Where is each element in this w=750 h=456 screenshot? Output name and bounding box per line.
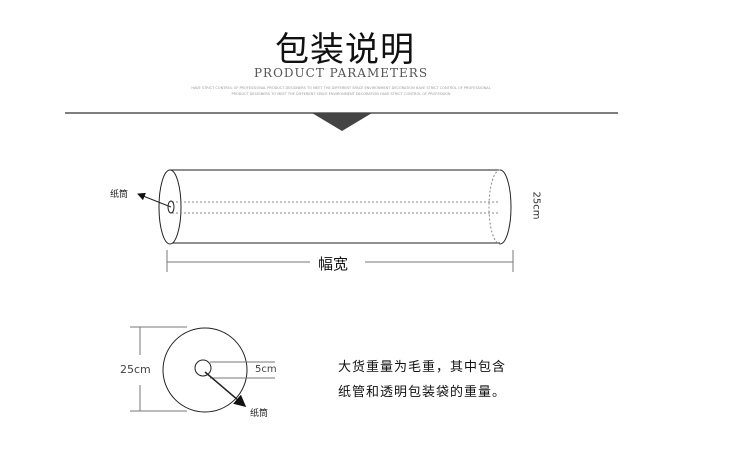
tagline: HAVE STRICT CONTROL OF PROFESSIONAL PROD… <box>191 86 491 90</box>
end-diameter-label: 25cm <box>120 363 151 376</box>
roll-side-view <box>137 169 514 272</box>
roll-end-view <box>130 326 275 413</box>
note-line: 纸管和透明包装袋的重量。 <box>338 385 507 400</box>
down-arrow-icon <box>312 113 372 131</box>
note-line: 大货重量为毛重，其中包含 <box>338 360 507 375</box>
width-label: 幅宽 <box>318 255 349 273</box>
diameter-label: 25cm <box>530 191 542 220</box>
page-subtitle: PRODUCT PARAMETERS <box>253 66 429 80</box>
tagline: PRODUCT DESIGNERS TO MEET THE DIFFERENT … <box>231 92 451 96</box>
core-label: 纸筒 <box>110 190 129 200</box>
tube-label: 纸筒 <box>250 409 269 419</box>
page-title: 包装说明 <box>275 30 415 70</box>
core-size-label: 5cm <box>255 364 277 375</box>
